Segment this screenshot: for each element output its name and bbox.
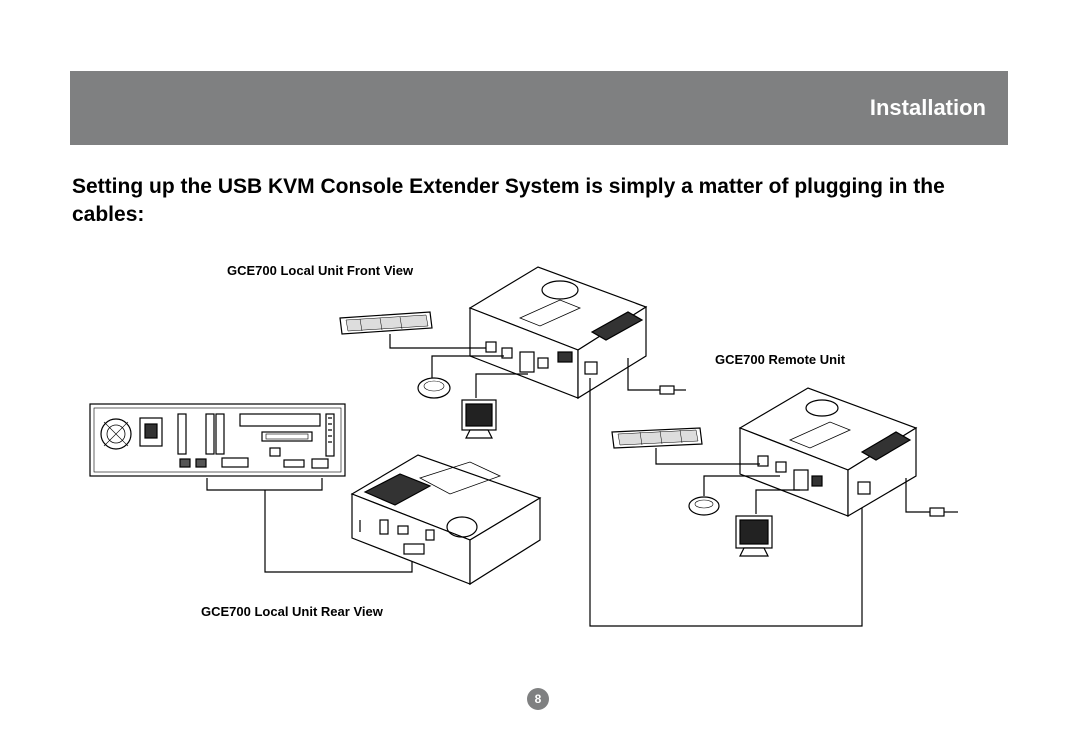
remote-power-adapter-icon — [929, 507, 958, 517]
kvm-remote-unit-icon — [738, 387, 918, 518]
caption-remote-unit: GCE700 Remote Unit — [715, 352, 846, 367]
remote-monitor-icon — [735, 515, 773, 557]
kvm-local-unit-rear-icon — [350, 454, 542, 586]
remote-mouse-icon — [688, 496, 720, 516]
monitor-icon — [461, 399, 497, 439]
kvm-local-unit-front-icon — [468, 266, 648, 400]
power-adapter-icon — [659, 385, 686, 395]
caption-local-front-view: GCE700 Local Unit Front View — [227, 263, 414, 278]
mouse-icon — [417, 377, 451, 399]
section-title: Installation — [869, 95, 986, 120]
keyboard-icon — [339, 311, 433, 335]
page-number-badge: 8 — [527, 688, 549, 710]
caption-local-rear-view: GCE700 Local Unit Rear View — [201, 604, 383, 619]
page-heading: Setting up the USB KVM Console Extender … — [72, 175, 945, 226]
section-header-bar: Installation — [70, 71, 1008, 145]
computer-rear-panel-icon — [89, 403, 346, 477]
remote-keyboard-icon — [611, 427, 703, 449]
